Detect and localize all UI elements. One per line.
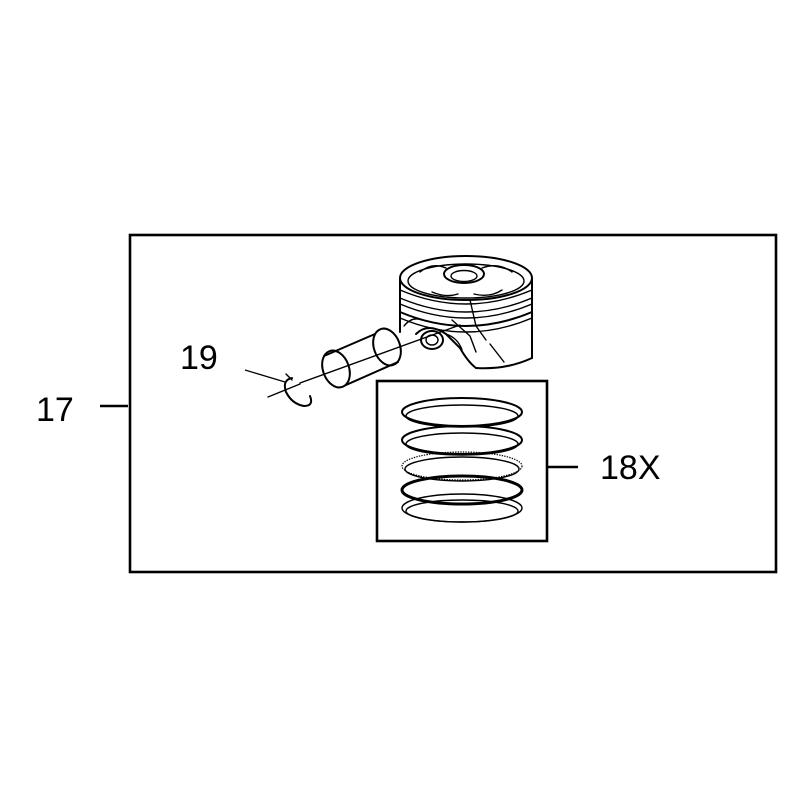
callout-19-label: 19 bbox=[180, 339, 218, 377]
callout-18x-label: 18X bbox=[600, 449, 661, 487]
callout-17-label: 17 bbox=[36, 391, 74, 429]
callout-19-leader bbox=[244, 369, 286, 383]
retaining-clip-illustration bbox=[283, 373, 313, 407]
piston-illustration bbox=[399, 255, 533, 370]
piston-ring-set-illustration bbox=[400, 397, 524, 523]
assembly-group-frame bbox=[128, 233, 778, 574]
piston-pin-illustration bbox=[267, 324, 461, 398]
ring-set-frame bbox=[375, 379, 549, 543]
